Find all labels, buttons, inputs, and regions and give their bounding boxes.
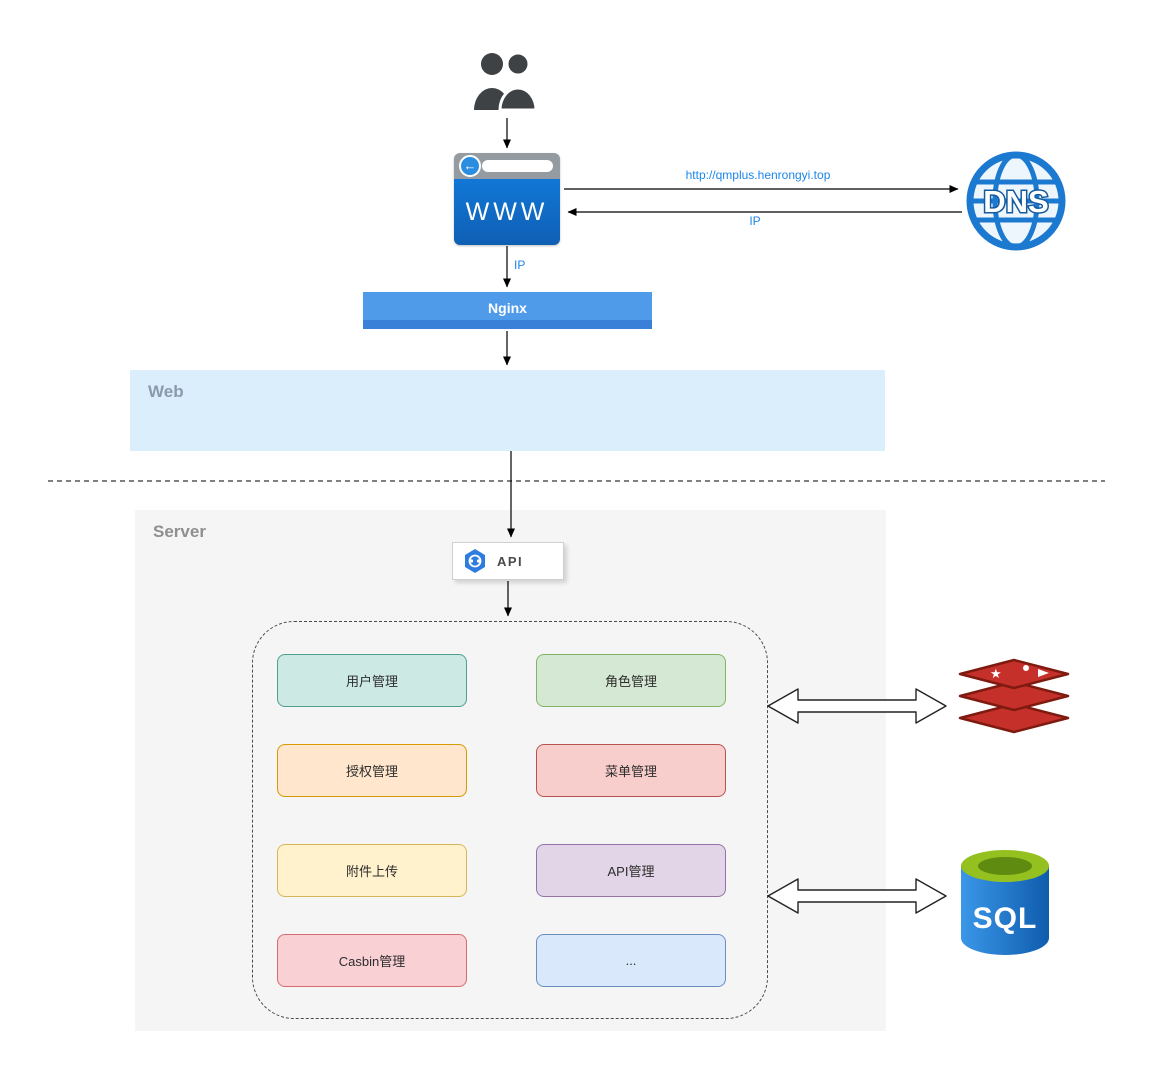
- server-zone-label: Server: [153, 522, 206, 541]
- server-zone: Server: [135, 510, 886, 1031]
- api-label: API: [497, 553, 524, 569]
- module-label: Casbin管理: [338, 954, 406, 969]
- module-label: 用户管理: [345, 674, 398, 689]
- web-zone: Web: [130, 370, 885, 451]
- module-file-upload: 附件上传: [277, 844, 467, 897]
- module-group: [252, 621, 768, 1019]
- browser-address-bar: [482, 160, 553, 172]
- module-label: API管理: [607, 864, 655, 879]
- edge-label-ip-return: IP: [749, 214, 761, 228]
- hexagon-api-icon: [465, 549, 485, 573]
- sql-label: SQL: [973, 902, 1038, 935]
- api-node: API: [452, 542, 564, 580]
- users-icon: [474, 51, 538, 112]
- module-api-management: API管理: [536, 844, 726, 897]
- back-arrow-icon: ←: [459, 155, 481, 177]
- module-label: 角色管理: [604, 674, 657, 689]
- database-cylinder-icon: SQL: [961, 850, 1049, 955]
- module-label: 附件上传: [345, 864, 398, 879]
- browser-titlebar: ←: [454, 153, 560, 179]
- module-auth-management: 授权管理: [277, 744, 467, 797]
- module-more: ...: [536, 934, 726, 987]
- svg-text:★: ★: [990, 666, 1002, 681]
- browser-window: ← WWW: [454, 153, 560, 245]
- globe-icon: DNS: [966, 151, 1066, 251]
- edge-label-ip-down: IP: [514, 258, 526, 272]
- dns-label: DNS: [983, 184, 1048, 219]
- nginx-node: Nginx: [363, 292, 652, 329]
- nginx-label: Nginx: [488, 299, 527, 316]
- module-casbin-management: Casbin管理: [277, 934, 467, 987]
- module-role-management: 角色管理: [536, 654, 726, 707]
- redis-stack-icon: ★: [958, 658, 1070, 734]
- module-label: 菜单管理: [604, 764, 657, 779]
- web-zone-label: Web: [148, 382, 184, 401]
- browser-body: WWW: [454, 179, 560, 245]
- module-label: ...: [625, 953, 637, 968]
- browser-label: WWW: [465, 197, 549, 226]
- edge-label-url: http://qmplus.henrongyi.top: [685, 168, 831, 182]
- module-menu-management: 菜单管理: [536, 744, 726, 797]
- module-label: 授权管理: [345, 764, 398, 779]
- module-user-management: 用户管理: [277, 654, 467, 707]
